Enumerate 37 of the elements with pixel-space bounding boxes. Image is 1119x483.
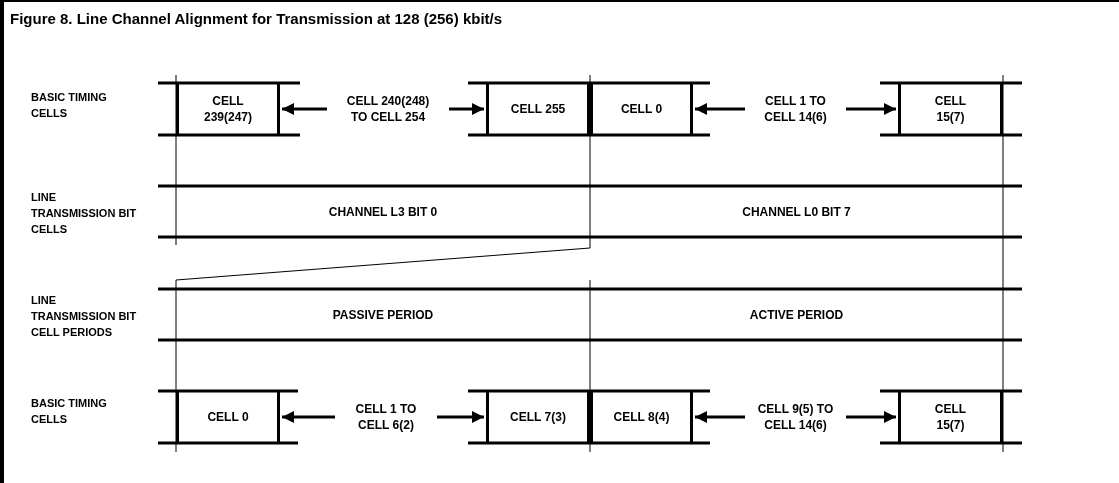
cell-text: CELL 240(248) TO CELL 254: [345, 93, 431, 125]
timing-cell: [898, 391, 1003, 443]
timing-cell: [486, 83, 590, 135]
cell-text: CELL 15(7): [933, 401, 968, 433]
cell-text: CELL 9(5) TO CELL 14(6): [756, 401, 835, 433]
figure-title: Figure 8. Line Channel Alignment for Transmission at 128 (256) kbit/s: [10, 9, 503, 29]
row-label: LINE TRANSMISSION BIT CELLS: [31, 190, 138, 237]
cell-text: CELL 239(247): [202, 93, 253, 125]
timing-cell: [590, 83, 693, 135]
timing-cell: [176, 391, 280, 443]
row-label: BASIC TIMING CELLS: [31, 90, 108, 121]
cell-text: CELL 0: [619, 101, 664, 117]
arrow: [449, 103, 484, 115]
arrow: [846, 411, 896, 423]
cell-text: CELL 1 TO CELL 14(6): [763, 93, 828, 125]
cell-text: CELL 8(4): [612, 409, 671, 425]
timing-cell: [590, 391, 693, 443]
cell-text: PASSIVE PERIOD: [331, 306, 435, 323]
arrow: [695, 411, 745, 423]
timing-cell: [898, 83, 1003, 135]
arrow: [437, 411, 484, 423]
cell-text: ACTIVE PERIOD: [748, 306, 845, 323]
cell-text: CHANNEL L3 BIT 0: [327, 203, 439, 220]
cell-text: CHANNEL L0 BIT 7: [741, 203, 852, 220]
cell-text: CELL 255: [509, 101, 567, 117]
arrow: [282, 411, 335, 423]
arrow: [282, 103, 327, 115]
cell-text: CELL 0: [206, 409, 250, 425]
arrow: [846, 103, 896, 115]
row-label: LINE TRANSMISSION BIT CELL PERIODS: [31, 293, 138, 340]
row-label: BASIC TIMING CELLS: [31, 396, 108, 427]
cell-text: CELL 15(7): [933, 93, 968, 125]
arrow: [695, 103, 745, 115]
cell-text: CELL 1 TO CELL 6(2): [354, 401, 418, 433]
cell-text: CELL 7(3): [509, 409, 567, 425]
timing-cell: [486, 391, 590, 443]
timing-cell: [176, 83, 280, 135]
